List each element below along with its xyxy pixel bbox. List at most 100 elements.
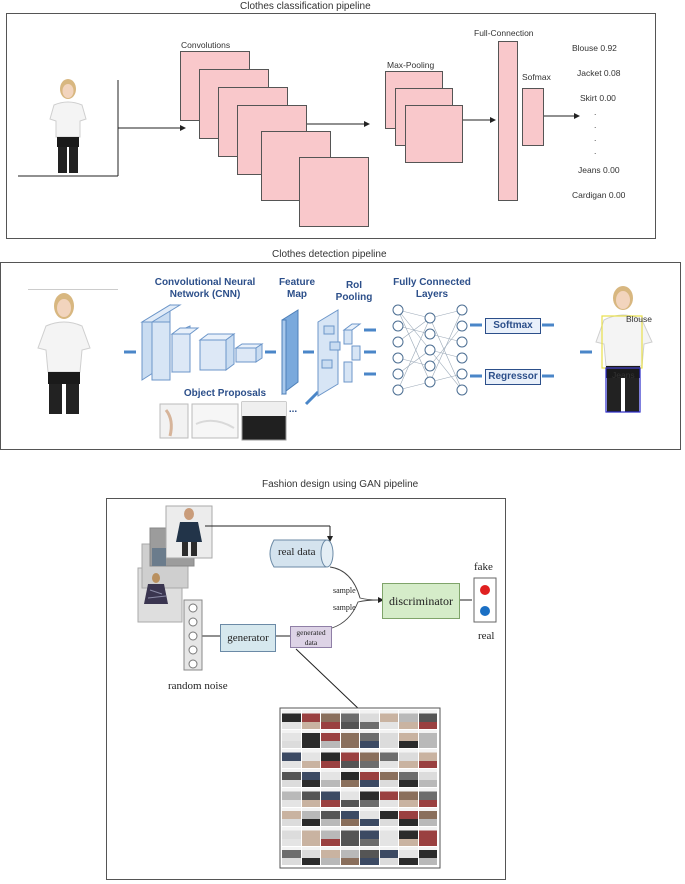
pool-layer [405,105,463,163]
generated-sample-thumbnail [340,788,359,807]
separator-line [28,289,118,290]
generated-sample-thumbnail [321,807,340,826]
generated-sample-thumbnail [360,788,379,807]
generated-samples-grid [282,710,438,866]
generated-sample-thumbnail [321,827,340,846]
generated-sample-thumbnail [282,710,301,729]
generated-sample-thumbnail [379,768,398,787]
generated-sample-thumbnail [418,807,437,826]
generated-sample-thumbnail [282,827,301,846]
fake-label: fake [474,561,493,573]
generated-sample-thumbnail [379,807,398,826]
generated-sample-thumbnail [321,788,340,807]
generated-sample-thumbnail [399,807,418,826]
generated-sample-thumbnail [418,846,437,865]
model-photo-detection-input [30,288,98,416]
ellipsis-dot: . [594,133,597,143]
generated-sample-thumbnail [360,749,379,768]
ellipsis-dot: . [594,146,597,156]
generated-sample-thumbnail [301,788,320,807]
generated-sample-thumbnail [340,729,359,748]
feature-map-heading: Feature Map [278,277,316,300]
generated-sample-thumbnail [360,768,379,787]
generated-sample-thumbnail [379,710,398,729]
full-connection-label: Full-Connection [474,28,534,38]
generated-sample-thumbnail [282,749,301,768]
proposals-dots: ... [288,404,298,415]
conv-layer [299,157,369,227]
generated-sample-thumbnail [301,827,320,846]
generated-sample-thumbnail [282,729,301,748]
generated-sample-thumbnail [379,729,398,748]
generated-sample-thumbnail [379,827,398,846]
generated-sample-thumbnail [399,827,418,846]
detected-label-blouse: Blouse [626,314,652,324]
ellipsis-dot: . [594,107,597,117]
detection-title: Clothes detection pipeline [272,249,387,260]
generated-sample-thumbnail [399,729,418,748]
generated-sample-thumbnail [418,749,437,768]
softmax-layer [522,88,544,146]
model-photo-classification [38,75,98,175]
sample-label-bottom: sample [333,603,356,612]
detected-label-jeans: Jeans [612,370,635,380]
generated-sample-thumbnail [301,729,320,748]
generated-sample-thumbnail [282,807,301,826]
generated-sample-thumbnail [321,710,340,729]
softmax-label: Sofmax [522,72,551,82]
generated-sample-thumbnail [418,827,437,846]
generated-sample-thumbnail [418,710,437,729]
ellipsis-dot: . [594,120,597,130]
regressor-box: Regressor [485,369,541,385]
real-data-label: real data [278,546,316,558]
generated-sample-thumbnail [301,749,320,768]
roi-pooling-heading: RoI Pooling [335,280,373,303]
detection-panel [0,262,681,450]
generated-sample-thumbnail [321,846,340,865]
generated-sample-thumbnail [301,807,320,826]
generated-sample-thumbnail [340,807,359,826]
generated-sample-thumbnail [360,710,379,729]
sample-label-top: sample [333,586,356,595]
object-proposals-label: Object Proposals [183,388,267,399]
output-skirt: Skirt 0.00 [580,93,616,103]
fc-layers-heading: Fully Connected Layers [393,277,471,300]
generated-sample-thumbnail [301,768,320,787]
generated-sample-thumbnail [340,846,359,865]
full-connection-layer [498,41,518,201]
max-pooling-label: Max-Pooling [387,60,435,70]
random-noise-label: random noise [168,680,228,692]
generated-sample-thumbnail [301,846,320,865]
generated-sample-thumbnail [379,749,398,768]
generated-sample-thumbnail [321,749,340,768]
output-jacket: Jacket 0.08 [577,68,621,78]
generator-box: generator [220,624,276,652]
softmax-box: Softmax [485,318,541,334]
gan-title: Fashion design using GAN pipeline [262,479,419,490]
generated-sample-thumbnail [379,788,398,807]
generated-sample-thumbnail [399,710,418,729]
generated-sample-thumbnail [399,768,418,787]
generated-sample-thumbnail [321,768,340,787]
generated-sample-thumbnail [418,788,437,807]
convolutions-label: Convolutions [181,40,231,50]
generated-sample-thumbnail [340,749,359,768]
generated-sample-thumbnail [360,729,379,748]
generated-sample-thumbnail [399,846,418,865]
discriminator-box: discriminator [382,583,460,619]
generated-sample-thumbnail [282,788,301,807]
generated-sample-thumbnail [379,846,398,865]
cnn-heading: Convolutional Neural Network (CNN) [154,277,256,300]
generated-data-box: generated data [290,626,332,648]
output-cardigan: Cardigan 0.00 [572,190,626,200]
generated-sample-thumbnail [360,827,379,846]
real-label: real [478,630,495,642]
generated-sample-thumbnail [399,749,418,768]
generated-sample-thumbnail [340,827,359,846]
generated-sample-thumbnail [418,729,437,748]
generated-sample-thumbnail [360,846,379,865]
output-jeans: Jeans 0.00 [578,165,620,175]
generated-sample-thumbnail [282,768,301,787]
generated-sample-thumbnail [340,710,359,729]
